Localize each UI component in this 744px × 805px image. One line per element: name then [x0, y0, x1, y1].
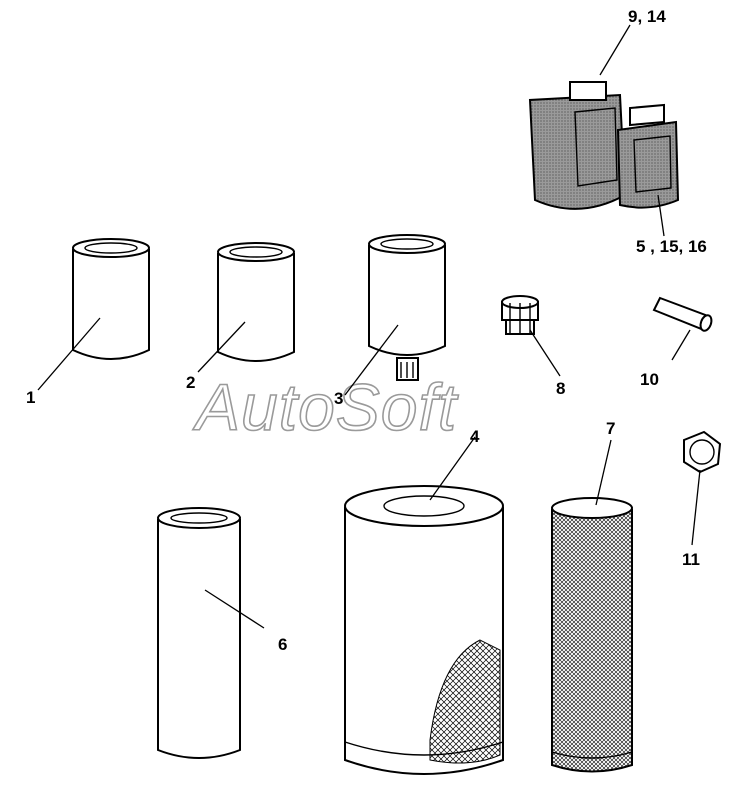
callout-5-15-16: 5 , 15, 16 — [636, 237, 707, 256]
leader-lines — [37, 24, 701, 629]
plug-part-8 — [501, 295, 539, 335]
callout-2: 2 — [186, 373, 195, 392]
oil-canisters — [528, 81, 680, 210]
filter-part-6 — [157, 507, 241, 759]
callout-11: 11 — [682, 550, 700, 569]
filter-part-2 — [217, 242, 295, 362]
callout-1: 1 — [26, 388, 35, 407]
safety-element-part-7 — [551, 497, 633, 773]
nut-part-11 — [683, 430, 722, 474]
watermark-text: AutoSoft — [192, 370, 459, 444]
callout-10: 10 — [640, 370, 659, 389]
callout-9-14: 9, 14 — [628, 7, 666, 26]
air-filter-part-4 — [344, 485, 504, 775]
oil-filter-part-1 — [72, 238, 150, 360]
pin-part-10 — [652, 296, 713, 332]
callout-6: 6 — [278, 635, 287, 654]
callout-3: 3 — [334, 389, 343, 408]
callout-8: 8 — [556, 379, 565, 398]
fuel-filter-part-3 — [368, 234, 446, 381]
callout-4: 4 — [470, 427, 480, 446]
callout-7: 7 — [606, 419, 615, 438]
